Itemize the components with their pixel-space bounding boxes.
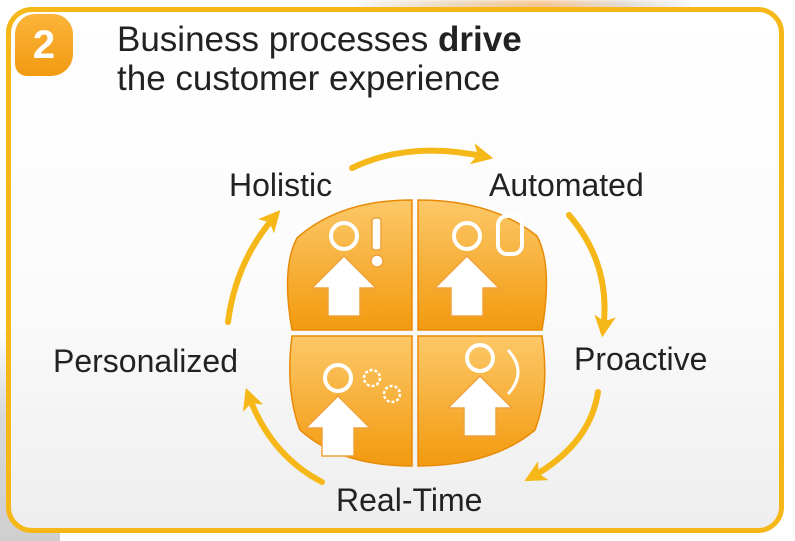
- cycle-arrows: [225, 143, 616, 485]
- title-line2: the customer experience: [117, 59, 501, 98]
- arrow-proactive-to-realtime: [524, 389, 601, 482]
- person-gears-icon: [304, 363, 402, 457]
- arrow-holistic-to-automated: [349, 143, 494, 171]
- label-personalized: Personalized: [53, 343, 238, 379]
- arrow-personalized-to-holistic: [225, 210, 281, 325]
- label-holistic: Holistic: [229, 167, 333, 203]
- person-alert-icon: [310, 217, 384, 317]
- arrow-automated-to-proactive: [566, 212, 616, 338]
- label-proactive: Proactive: [574, 341, 708, 377]
- label-automated: Automated: [489, 167, 644, 203]
- title-line1-emphasis: drive: [438, 20, 522, 59]
- title-line1-prefix: Business processes: [117, 20, 429, 59]
- tile-top-right: [417, 199, 548, 331]
- person-headset-icon: [446, 343, 520, 437]
- step-number-badge: 2: [15, 14, 73, 76]
- slide-title: Business processes drive the customer ex…: [117, 20, 522, 98]
- tile-bottom-left: [289, 335, 413, 467]
- person-mobile-icon: [433, 214, 524, 317]
- arrow-realtime-to-personalized: [242, 387, 325, 485]
- label-real-time: Real-Time: [336, 482, 483, 518]
